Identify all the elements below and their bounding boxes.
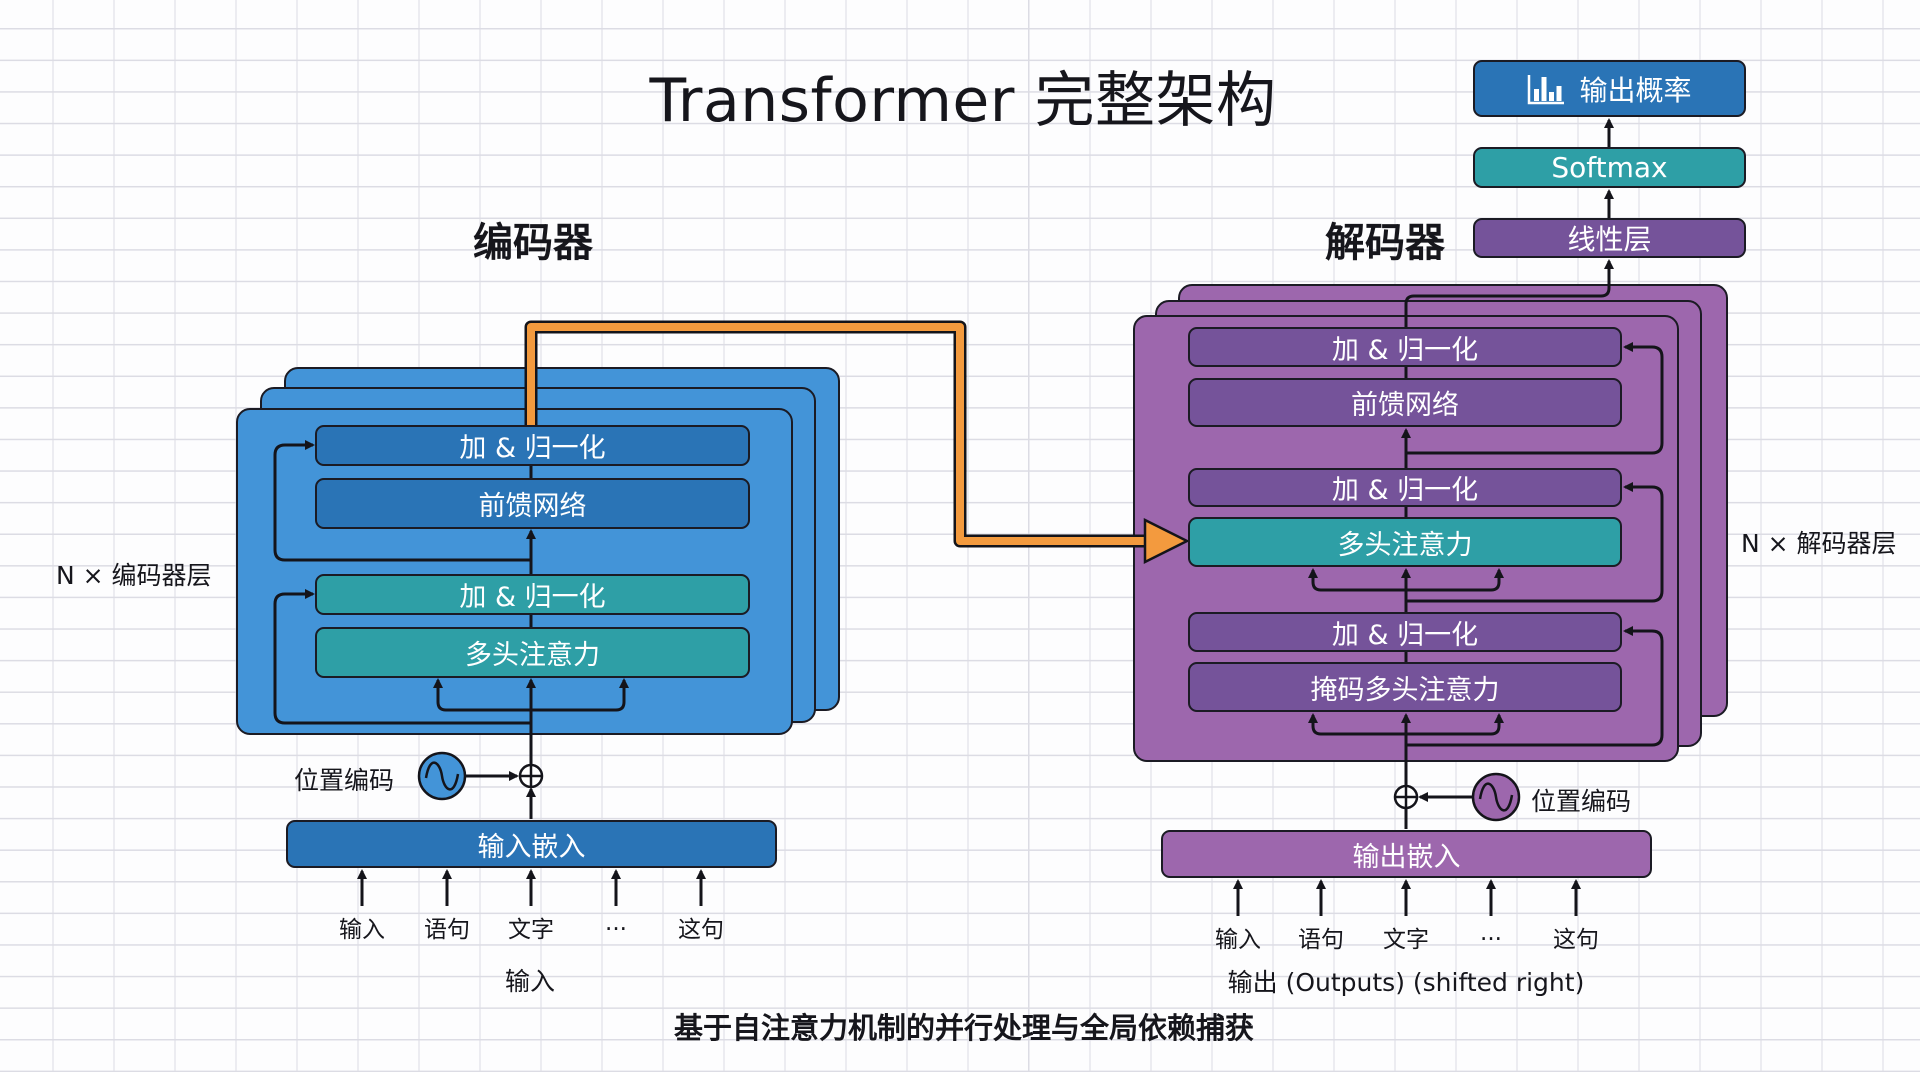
block-label: 加 & 归一化 <box>1331 475 1479 506</box>
decoder-residual-arrow-2 <box>1406 482 1664 603</box>
encoder-residual-arrow-2 <box>273 440 531 562</box>
decoder-masked-value-arrow <box>1406 713 1504 736</box>
decoder-residual-arrow-1 <box>1406 626 1664 747</box>
block-label: 加 & 归一化 <box>1331 334 1479 366</box>
decoder-add-node <box>1393 784 1419 810</box>
encoder-multi-head-attention: 多头注意力 <box>315 627 750 678</box>
block-label: 加 & 归一化 <box>1331 619 1479 651</box>
bar-chart-icon <box>1528 74 1565 104</box>
decoder-masked-multi-head-attention: 掩码多头注意力 <box>1188 662 1622 712</box>
diagram-title: Transformer 完整架构 <box>649 66 1277 136</box>
encoder-attention-value-arrow <box>531 678 629 712</box>
encoder-add-norm-bottom: 加 & 归一化 <box>315 574 750 615</box>
input-embedding-label: 输入嵌入 <box>477 831 586 863</box>
encoder-input-caption: 输入 <box>504 967 555 996</box>
input-embedding-box: 输入嵌入 <box>286 820 777 868</box>
decoder-token: 输入 <box>1215 927 1261 953</box>
decoder-masked-key-arrow <box>1308 713 1406 736</box>
encoder-token: ... <box>605 910 627 936</box>
encoder-positional-encoding-icon <box>417 751 467 801</box>
decoder-stack-label: N × 解码器层 <box>1741 529 1897 558</box>
encoder-heading: 编码器 <box>473 220 593 266</box>
decoder-cross-value-arrow <box>1406 568 1504 592</box>
encoder-positional-encoding-label: 位置编码 <box>294 766 395 795</box>
decoder-token: ... <box>1480 920 1502 946</box>
encoder-feed-forward: 前馈网络 <box>315 478 750 529</box>
cross-connection-line <box>527 323 1150 545</box>
softmax-box: Softmax <box>1473 147 1746 188</box>
softmax-label: Softmax <box>1551 151 1668 184</box>
output-embedding-label: 输出嵌入 <box>1352 841 1461 873</box>
decoder-cross-attention: 多头注意力 <box>1188 517 1622 567</box>
decoder-add-norm-top: 加 & 归一化 <box>1188 327 1622 367</box>
block-label: 掩码多头注意力 <box>1310 674 1500 706</box>
linear-layer-box: 线性层 <box>1473 218 1746 258</box>
block-label: 前馈网络 <box>1351 390 1459 421</box>
decoder-to-linear-arrow <box>1404 259 1614 327</box>
decoder-cross-key-arrow <box>1308 568 1406 592</box>
decoder-add-norm-bottom: 加 & 归一化 <box>1188 612 1622 652</box>
decoder-token: 文字 <box>1383 927 1429 953</box>
output-probabilities-box: 输出概率 <box>1473 60 1746 117</box>
encoder-add-norm-top: 加 & 归一化 <box>315 425 750 466</box>
output-embedding-box: 输出嵌入 <box>1161 830 1652 878</box>
decoder-heading: 解码器 <box>1325 220 1445 266</box>
linear-layer-label: 线性层 <box>1567 223 1652 256</box>
encoder-attention-key-arrow <box>433 678 531 712</box>
encoder-token: 输入 <box>339 917 385 943</box>
decoder-token: 这句 <box>1553 927 1599 953</box>
block-label: 加 & 归一化 <box>459 433 606 464</box>
decoder-add-norm-middle: 加 & 归一化 <box>1188 468 1622 507</box>
cross-connection-arrowhead <box>1143 517 1190 565</box>
encoder-token: 文字 <box>508 917 554 943</box>
block-label: 多头注意力 <box>1337 529 1473 561</box>
diagram-footer: 基于自注意力机制的并行处理与全局依赖捕获 <box>673 1011 1254 1045</box>
block-label: 加 & 归一化 <box>459 582 606 613</box>
decoder-feed-forward: 前馈网络 <box>1188 378 1622 427</box>
block-label: 多头注意力 <box>465 640 600 671</box>
encoder-stack-label: N × 编码器层 <box>56 561 212 590</box>
encoder-add-node <box>518 763 544 789</box>
decoder-token: 语句 <box>1298 927 1344 953</box>
decoder-residual-arrow-3 <box>1406 342 1664 455</box>
decoder-positional-encoding-label: 位置编码 <box>1531 787 1632 816</box>
decoder-positional-encoding-icon <box>1471 772 1521 822</box>
output-probabilities-label: 输出概率 <box>1579 73 1692 107</box>
block-label: 前馈网络 <box>478 491 587 522</box>
encoder-residual-arrow-1 <box>273 589 531 725</box>
encoder-token: 这句 <box>678 917 724 943</box>
decoder-output-caption: 输出 (Outputs) (shifted right) <box>1227 968 1585 997</box>
encoder-token: 语句 <box>424 917 470 943</box>
